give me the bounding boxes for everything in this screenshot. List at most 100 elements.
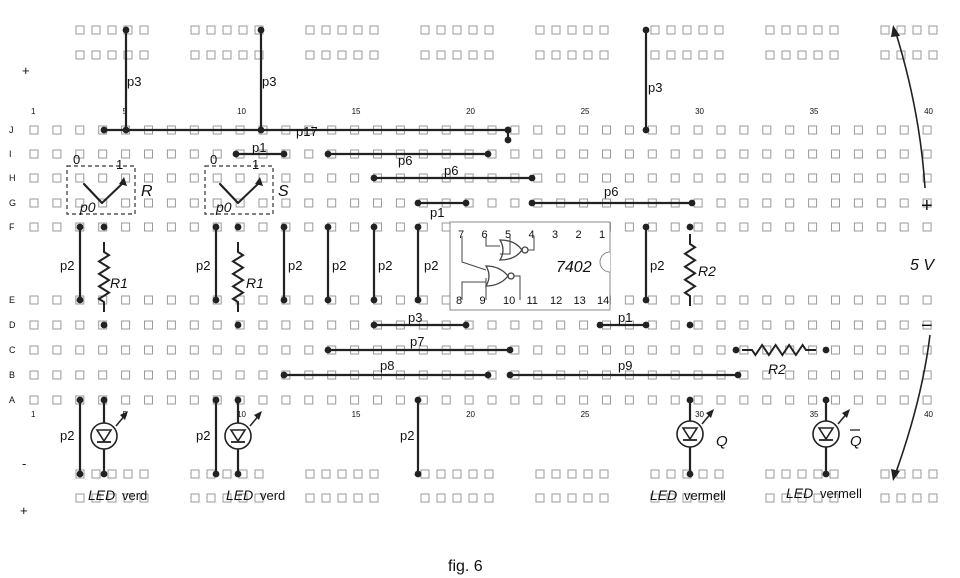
- rail-hole: [912, 50, 922, 60]
- hole: [304, 173, 314, 183]
- hole: [647, 173, 657, 183]
- hole: [693, 345, 703, 355]
- hole: [876, 295, 886, 305]
- label-p2-1: p2: [60, 258, 74, 273]
- rail-hole: [765, 493, 775, 503]
- rail-hole: [682, 25, 692, 35]
- rail-hole: [896, 25, 906, 35]
- wire-p6-3-end: [528, 199, 536, 207]
- hole: [853, 125, 863, 135]
- hole: [29, 149, 39, 159]
- rail-hole: [714, 469, 724, 479]
- hole: [762, 149, 772, 159]
- rail-hole: [781, 25, 791, 35]
- rail-hole: [337, 469, 347, 479]
- rail-hole: [698, 469, 708, 479]
- hole: [624, 173, 634, 183]
- hole: [876, 395, 886, 405]
- hole: [144, 345, 153, 355]
- svg-text:vermell: vermell: [820, 486, 862, 501]
- wire-p1-2-end: [462, 199, 470, 207]
- ic-pin-top: 7: [458, 229, 464, 241]
- hole: [52, 198, 62, 208]
- resistor-label-1: R1: [110, 275, 128, 291]
- label-p3-1: p3: [127, 74, 141, 89]
- hole: [853, 295, 863, 305]
- hole: [212, 345, 222, 355]
- hole: [922, 395, 932, 405]
- hole: [29, 295, 39, 305]
- rail-hole: [599, 25, 609, 35]
- hole: [670, 222, 680, 232]
- hole: [189, 149, 199, 159]
- rail-hole: [535, 25, 545, 35]
- rail-hole: [369, 469, 379, 479]
- wire-p2-9-end: [212, 470, 220, 478]
- label-p6-1: p6: [398, 153, 412, 168]
- hole: [121, 149, 131, 159]
- hole: [212, 198, 222, 208]
- hole: [739, 395, 749, 405]
- hole: [670, 320, 680, 330]
- hole: [785, 125, 795, 135]
- column-number: 15: [352, 107, 361, 116]
- hole: [670, 395, 680, 405]
- nor-gate-lower: [484, 265, 509, 287]
- hole: [75, 173, 85, 183]
- label-p9: p9: [618, 358, 632, 373]
- rail-hole: [484, 25, 494, 35]
- hole: [144, 320, 153, 330]
- hole: [510, 149, 520, 159]
- led-q-output: Q: [716, 433, 728, 450]
- rail-hole: [650, 469, 660, 479]
- hole: [75, 198, 85, 208]
- hole: [853, 222, 863, 232]
- hole: [785, 320, 795, 330]
- rail-hole: [305, 25, 315, 35]
- hole: [304, 198, 314, 208]
- hole: [29, 198, 39, 208]
- rail-hole: [222, 50, 232, 60]
- hole: [189, 173, 199, 183]
- switch-r-off: 0: [73, 152, 80, 167]
- rail-hole: [650, 50, 660, 60]
- switch-s-common: p0: [215, 199, 232, 215]
- wire-led-4-end: [822, 396, 830, 404]
- hole: [647, 345, 657, 355]
- hole: [762, 370, 772, 380]
- hole: [441, 222, 451, 232]
- wire-p2-4-end: [324, 223, 332, 231]
- hole: [762, 295, 772, 305]
- column-number: 20: [466, 107, 475, 116]
- rail-hole: [91, 25, 101, 35]
- hole: [144, 198, 153, 208]
- hole: [739, 320, 749, 330]
- label-p3-2: p3: [262, 74, 276, 89]
- hole: [762, 222, 772, 232]
- rail-hole: [599, 493, 609, 503]
- wires: [76, 26, 830, 478]
- label-p3-3: p3: [648, 80, 662, 95]
- rail-hole: [813, 493, 823, 503]
- wire-p2-5-end: [370, 223, 378, 231]
- label-p2-2: p2: [196, 258, 210, 273]
- hole: [556, 149, 566, 159]
- svg-text:LED: LED: [650, 487, 677, 503]
- column-number: 20: [466, 410, 475, 419]
- led-qbar-output: Q: [850, 433, 862, 450]
- wire-p2-6-end: [414, 296, 422, 304]
- label-p2-9: p2: [196, 428, 210, 443]
- row-letter: A: [9, 395, 15, 405]
- led-caption-3: LED vermell: [650, 487, 726, 503]
- hole: [624, 222, 634, 232]
- rail-hole: [353, 493, 363, 503]
- wire-p9-end: [506, 371, 514, 379]
- hole: [258, 345, 268, 355]
- rail-hole: [468, 469, 478, 479]
- wire-led-3-end: [686, 470, 694, 478]
- rail-hole: [813, 469, 823, 479]
- rail-hole: [452, 25, 462, 35]
